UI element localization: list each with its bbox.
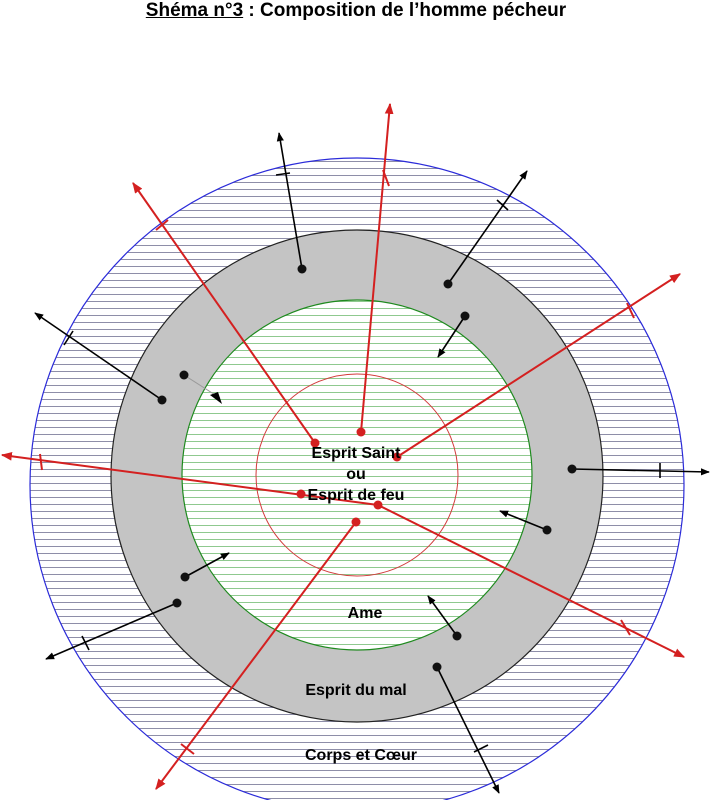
black-dot xyxy=(567,464,577,474)
black-arrow xyxy=(45,602,178,660)
black-dot xyxy=(443,279,453,289)
red-dot xyxy=(392,452,402,462)
red-arrow-tick xyxy=(180,743,195,755)
red-arrow-ticks xyxy=(39,169,635,755)
black-arrow-tick xyxy=(473,744,489,753)
black-dot xyxy=(432,662,442,672)
black-arrow xyxy=(447,170,528,285)
red-arrow-tick xyxy=(39,453,43,471)
black-arrow xyxy=(437,315,466,358)
black-arrow xyxy=(499,510,548,531)
black-dot xyxy=(297,264,307,274)
black-arrow xyxy=(34,312,163,401)
label-ou: ou xyxy=(346,466,366,483)
red-arrow xyxy=(377,504,685,658)
black-dot xyxy=(157,395,167,405)
red-arrow xyxy=(155,521,357,790)
black-arrow xyxy=(571,468,710,476)
black-dot xyxy=(452,631,462,641)
red-arrow-tick xyxy=(620,619,631,636)
label-corps-et-coeur: Corps et Cœur xyxy=(305,747,417,764)
black-arrow-tick xyxy=(81,635,90,651)
diagram-title: Shéma n°3 : Composition de l’homme péche… xyxy=(0,0,712,22)
black-arrow xyxy=(184,552,230,578)
label-esprit-de-feu: Esprit de feu xyxy=(308,487,405,504)
black-arrow-tick xyxy=(275,172,291,176)
black-arrows xyxy=(34,132,710,794)
title-rest: : Composition de l’homme pécheur xyxy=(243,0,567,21)
red-arrow xyxy=(0,451,379,506)
black-arrow xyxy=(427,595,458,637)
title-prefix: Shéma n°3 xyxy=(145,0,244,21)
red-arrow-tick xyxy=(382,169,390,187)
black-dot xyxy=(180,572,190,582)
label-ame: Ame xyxy=(348,605,383,622)
black-dot xyxy=(542,525,552,535)
label-esprit-du-mal: Esprit du mal xyxy=(305,682,406,699)
label-esprit-saint: Esprit Saint xyxy=(312,445,402,462)
red-arrow xyxy=(396,273,681,458)
red-arrow xyxy=(132,182,316,444)
black-dot xyxy=(179,370,189,380)
red-arrow-tick xyxy=(626,302,635,319)
red-dot xyxy=(356,427,366,437)
black-arrow-tick xyxy=(63,330,74,346)
red-dot xyxy=(351,517,361,527)
red-dot xyxy=(296,489,306,499)
red-arrow xyxy=(360,102,394,433)
black-arrow-ticks xyxy=(63,172,661,753)
black-dot xyxy=(460,311,470,321)
red-dot xyxy=(310,438,320,448)
grey-pointer-head xyxy=(210,392,222,404)
red-arrows xyxy=(0,102,685,790)
red-dot xyxy=(373,500,383,510)
black-arrow-tick xyxy=(496,199,509,211)
black-dots xyxy=(157,264,577,672)
black-dot xyxy=(172,598,182,608)
red-arrow-tick xyxy=(155,219,169,231)
spirit-circle xyxy=(255,373,459,577)
black-arrow xyxy=(276,132,303,270)
black-arrow xyxy=(436,666,500,794)
red-dots xyxy=(296,427,402,527)
